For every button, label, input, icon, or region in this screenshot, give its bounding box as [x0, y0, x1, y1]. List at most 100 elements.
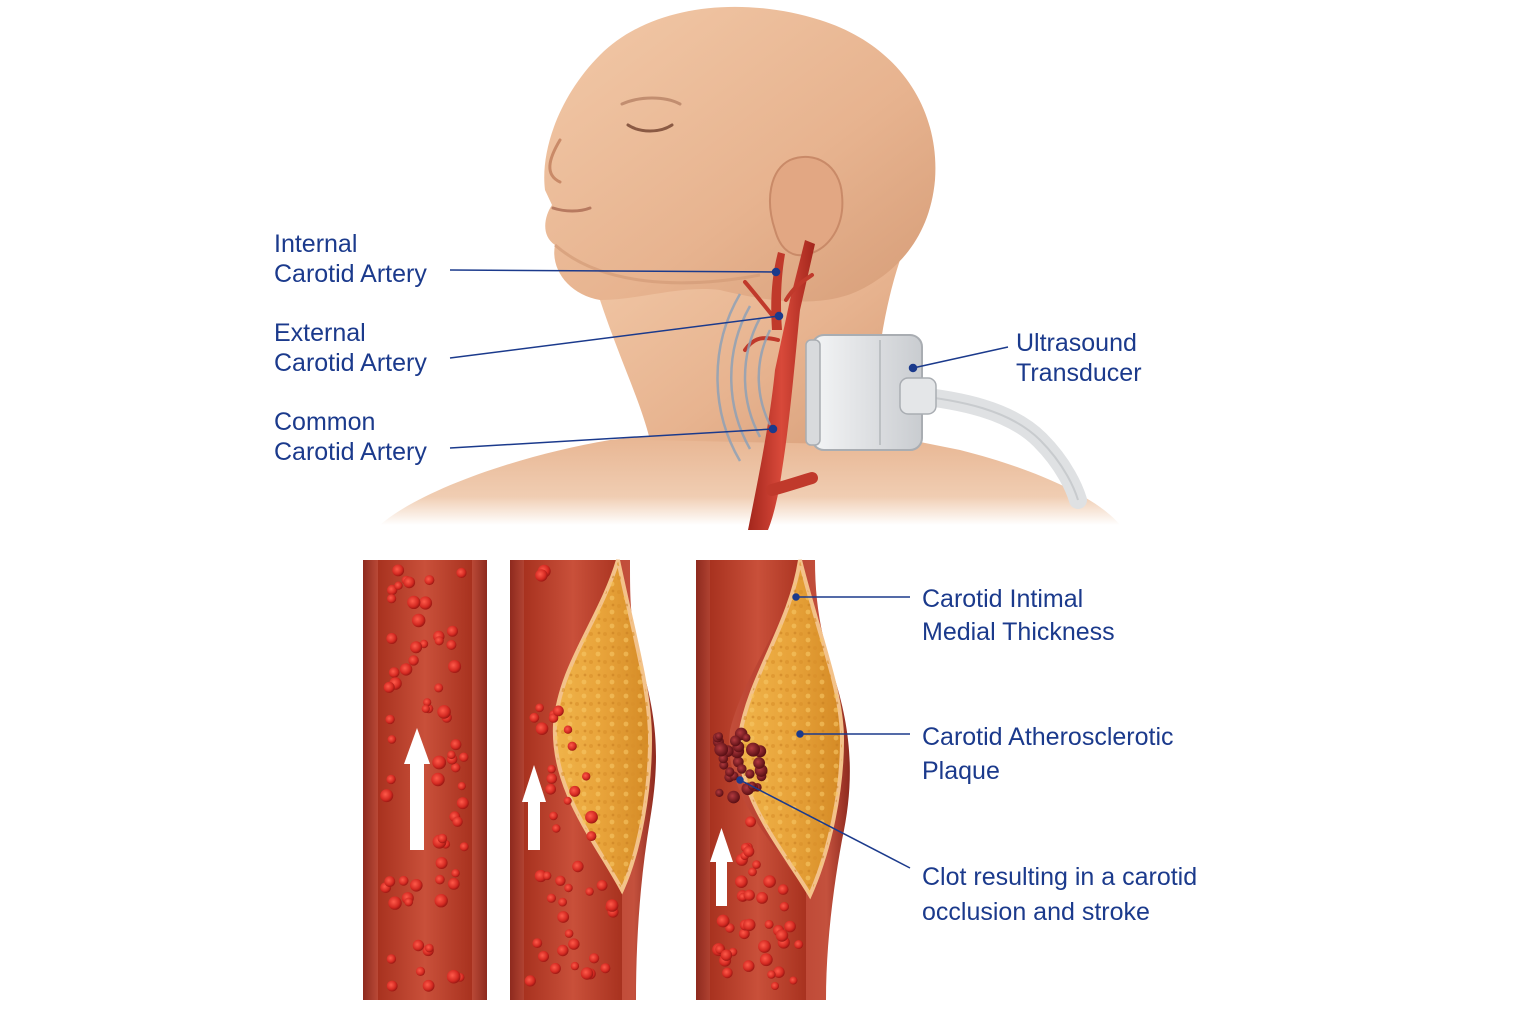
- blood-cell: [447, 750, 456, 760]
- blood-cell: [742, 960, 755, 972]
- label-line: Carotid Atherosclerotic: [922, 723, 1174, 751]
- blood-cell: [412, 939, 425, 952]
- blood-cell: [756, 892, 768, 904]
- blood-cell: [775, 929, 789, 942]
- blood-cell: [388, 667, 400, 678]
- blood-cell: [548, 713, 559, 723]
- blood-cell: [459, 842, 469, 852]
- label-internal-carotid: Internal Carotid Artery: [274, 229, 427, 289]
- blood-cell: [447, 878, 460, 890]
- blood-cell: [582, 772, 591, 781]
- blood-cell: [720, 949, 733, 961]
- blood-cell: [532, 938, 543, 948]
- label-line: Carotid Artery: [274, 260, 427, 288]
- blood-cell: [767, 970, 776, 979]
- blood-cell: [452, 816, 463, 827]
- blood-cell: [386, 633, 398, 644]
- blood-cell: [758, 940, 771, 953]
- blood-cell: [459, 752, 469, 762]
- blood-cell: [380, 789, 394, 803]
- blood-cell: [547, 764, 556, 774]
- blood-cell: [569, 785, 581, 797]
- nose: [548, 138, 562, 184]
- blood-cell: [779, 902, 789, 912]
- blood-cell: [410, 641, 423, 654]
- blood-cell: [535, 722, 549, 735]
- common-carotid-trunk: [748, 240, 815, 530]
- blood-cell: [448, 660, 462, 673]
- blood-cell: [722, 967, 733, 979]
- ultrasound-transducer-device: [805, 334, 1087, 509]
- blood-cell: [386, 774, 396, 785]
- leader-clot: [739, 779, 911, 869]
- blood-cell: [424, 575, 435, 586]
- blood-cell: [446, 639, 457, 650]
- vessel-with-clot: [696, 559, 850, 1000]
- blood-cell: [399, 663, 413, 676]
- subclavian-branch: [766, 472, 818, 496]
- blood-cell: [450, 739, 462, 751]
- blood-cell: [385, 714, 395, 725]
- label-plaque: Carotid Atherosclerotic Plaque: [922, 720, 1174, 788]
- blood-cell: [748, 867, 757, 877]
- label-line: External: [274, 319, 366, 347]
- blood-cell: [451, 869, 460, 878]
- blood-cell: [386, 954, 397, 964]
- blood-cell: [535, 569, 548, 582]
- ear: [769, 155, 844, 257]
- blood-cell: [456, 567, 467, 579]
- blood-cell: [412, 613, 426, 628]
- blood-cell: [763, 875, 776, 888]
- clot-cell: [730, 735, 741, 747]
- blood-cell: [386, 980, 398, 992]
- blood-cell: [408, 655, 419, 666]
- blood-cell: [398, 875, 409, 886]
- blood-cell: [794, 940, 804, 949]
- blood-cell: [549, 811, 558, 821]
- blood-cell: [446, 969, 461, 984]
- torso: [380, 430, 1120, 525]
- blood-cell: [434, 683, 444, 693]
- blood-cell: [418, 596, 433, 610]
- vessel-with-plaque: [510, 559, 656, 1000]
- blood-cell: [585, 810, 598, 824]
- label-line: Carotid Artery: [274, 349, 427, 377]
- blood-cell: [403, 576, 416, 589]
- up-arrow-icon: [404, 728, 430, 850]
- blood-cell: [538, 951, 549, 962]
- external-branch-2: [743, 336, 780, 352]
- leader-transducer: [912, 346, 1009, 369]
- blood-cell: [542, 871, 552, 881]
- blood-cell: [387, 594, 397, 604]
- blood-cell: [425, 943, 434, 953]
- label-clot: Clot resulting in a carotid occlusion an…: [922, 860, 1197, 930]
- label-external-carotid: External Carotid Artery: [274, 318, 427, 378]
- blood-cell: [383, 681, 395, 693]
- blood-cell: [605, 899, 619, 912]
- blood-cell: [451, 763, 461, 773]
- blood-cell: [771, 982, 779, 990]
- blood-cell: [388, 896, 402, 910]
- label-line: occlusion and stroke: [922, 898, 1150, 926]
- blood-cell: [545, 783, 556, 795]
- blood-cell: [773, 966, 785, 978]
- blood-cell: [431, 772, 445, 787]
- leader-external: [449, 315, 780, 359]
- clot-cell: [742, 733, 751, 742]
- blood-cell: [535, 703, 544, 713]
- up-arrow-icon: [522, 765, 546, 850]
- blood-cell: [570, 961, 580, 971]
- label-ultrasound-transducer: Ultrasound Transducer: [1016, 328, 1142, 388]
- neck-carotid-artery: [743, 240, 818, 530]
- blood-cell: [784, 920, 796, 933]
- blood-cells-healthy: [380, 564, 469, 992]
- blood-cell: [725, 923, 735, 933]
- blood-cell: [432, 755, 447, 770]
- clot-cell: [745, 769, 755, 779]
- up-arrow-icon: [710, 828, 733, 906]
- label-common-carotid: Common Carotid Artery: [274, 407, 427, 467]
- clot-cell: [746, 742, 760, 757]
- blood-cell: [789, 976, 798, 985]
- label-line: Carotid Artery: [274, 438, 427, 466]
- label-line: Carotid Intimal: [922, 585, 1084, 613]
